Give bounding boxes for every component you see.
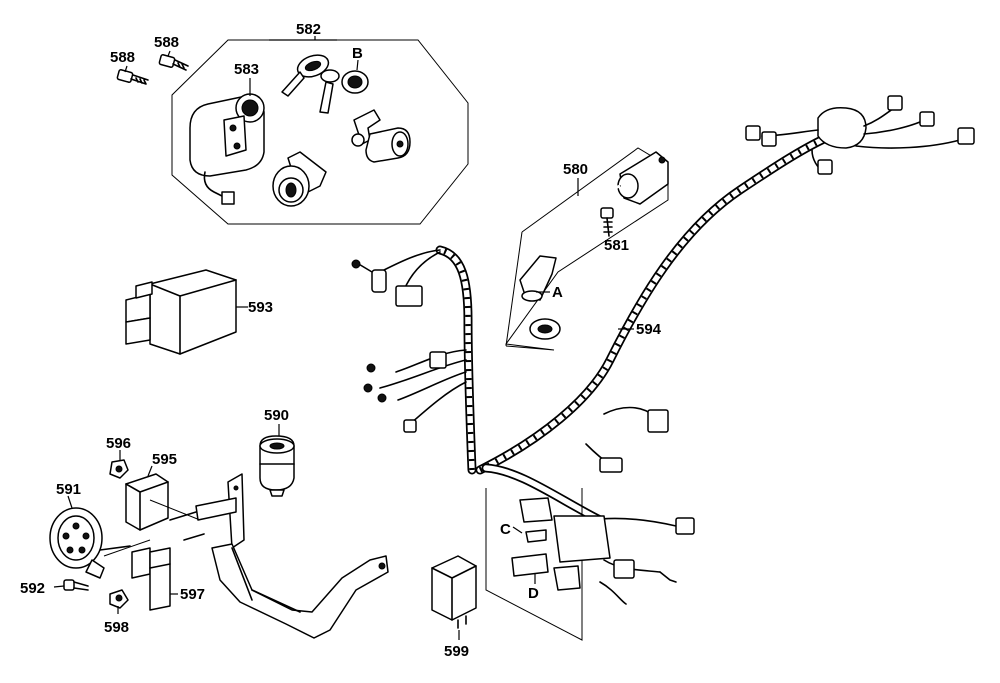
bolt-588-left (116, 69, 149, 85)
label-d: D (528, 585, 539, 602)
label-b: B (352, 45, 363, 62)
label-580: 580 (563, 161, 588, 178)
label-598: 598 (104, 619, 129, 636)
relay-599 (431, 555, 477, 629)
label-599: 599 (444, 643, 469, 660)
horn-591 (49, 507, 131, 579)
harness-lower-detail (485, 488, 695, 641)
kit-outline (171, 39, 469, 225)
seat-lock (351, 109, 411, 163)
starter-relay-590 (259, 435, 295, 497)
nut-598 (109, 589, 129, 609)
label-595: 595 (152, 451, 177, 468)
leader-595 (147, 465, 153, 477)
label-592: 592 (20, 580, 45, 597)
label-a: A (552, 284, 563, 301)
leader-588a (124, 65, 128, 73)
leader-c (512, 526, 523, 534)
bolt-581 (600, 207, 614, 237)
keys (281, 54, 340, 114)
label-582: 582 (296, 21, 321, 38)
coil-outline-edge (505, 231, 523, 347)
cdi-unit-593 (125, 269, 237, 355)
leader-b (356, 59, 359, 71)
grommet-b (341, 70, 369, 94)
bolt-588-right (158, 54, 189, 71)
label-594: 594 (636, 321, 662, 338)
regulator-597 (131, 547, 171, 611)
label-590: 590 (264, 407, 289, 424)
ignition-coil-group (505, 147, 669, 351)
label-583: 583 (234, 61, 259, 78)
label-c: C (500, 521, 511, 538)
label-581: 581 (604, 237, 629, 254)
lock-cylinder (272, 151, 327, 207)
ignition-switch-583 (189, 93, 265, 205)
wiring-harness-594 (351, 95, 975, 525)
leader-592 (53, 585, 65, 588)
leader-588b (167, 50, 171, 57)
flasher-595 (125, 473, 169, 531)
bolt-592 (63, 579, 89, 591)
label-597: 597 (180, 586, 205, 603)
label-588-right: 588 (154, 34, 179, 51)
ignition-switch-kit-group (171, 36, 469, 225)
nut-596 (109, 459, 129, 479)
label-596: 596 (106, 435, 131, 452)
label-588-left: 588 (110, 49, 135, 66)
label-591: 591 (56, 481, 81, 498)
mounting-bracket (103, 473, 389, 639)
leader-591 (67, 495, 73, 509)
label-593: 593 (248, 299, 273, 316)
